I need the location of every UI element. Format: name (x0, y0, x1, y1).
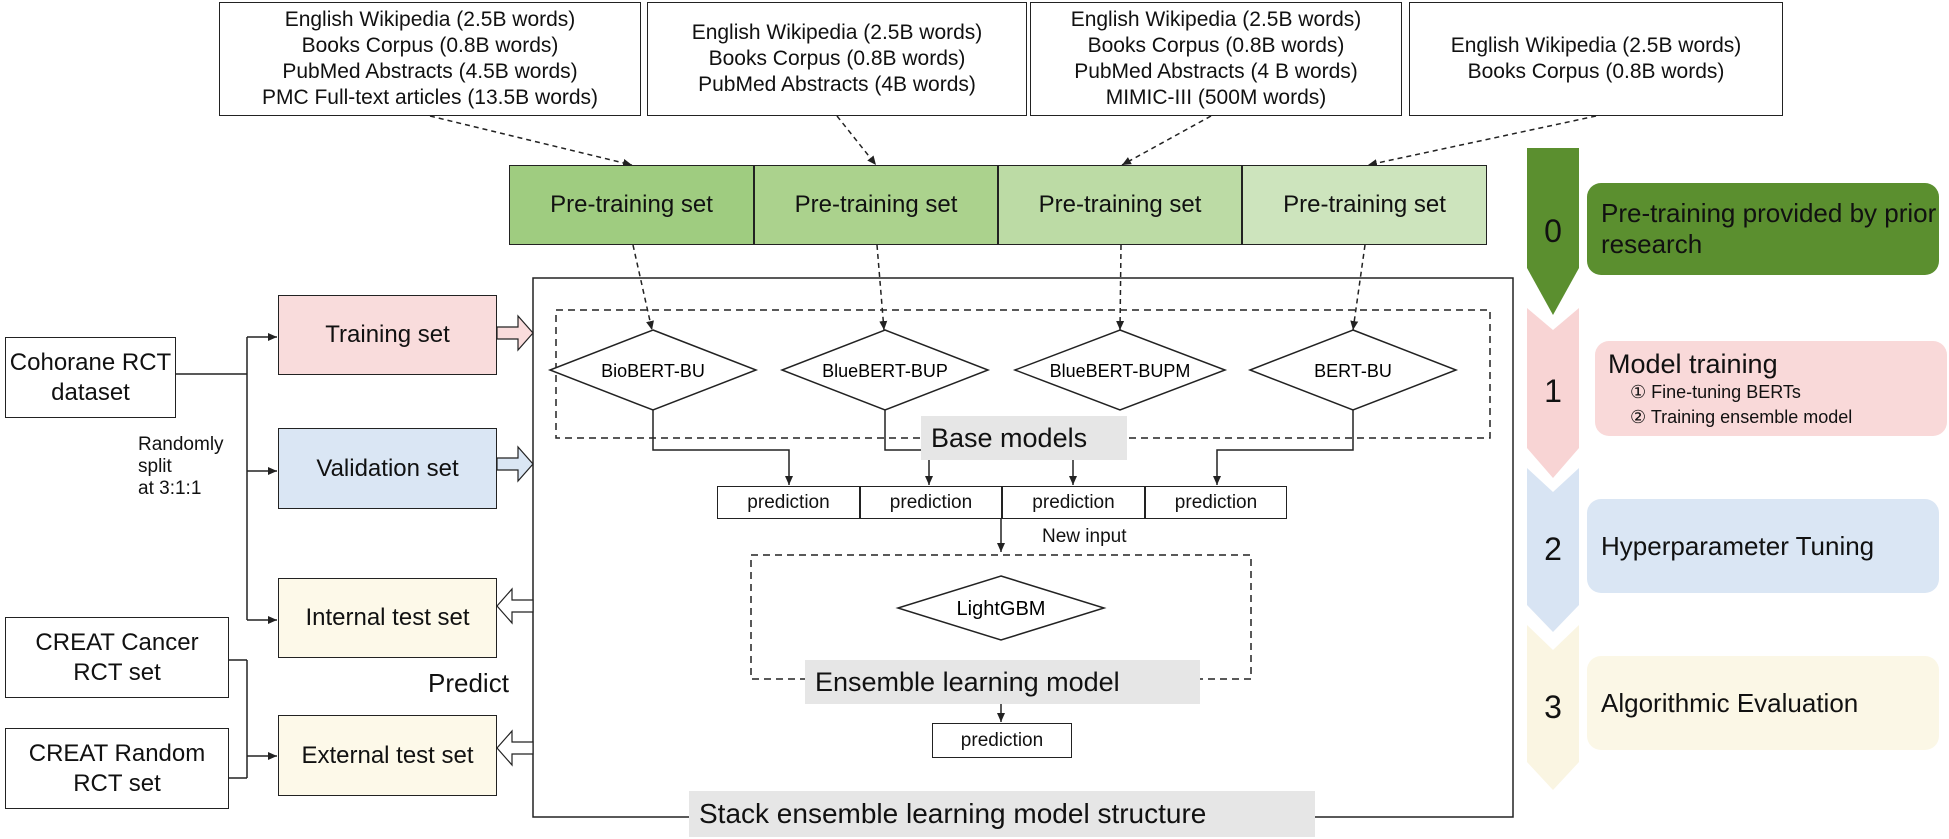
step-3-chevron (1527, 625, 1579, 790)
structure-label: Stack ensemble learning model structure (689, 791, 1315, 837)
source-line: RCT set (73, 658, 161, 686)
model-label: BlueBERT-BUP (822, 361, 948, 381)
internal-predict-arrow (496, 587, 534, 625)
corpus-line: English Wikipedia (2.5B words) (1450, 34, 1742, 57)
pretrain-arrow (1116, 244, 1125, 331)
corpus-arrow (1367, 115, 1597, 168)
source-line: RCT set (73, 769, 161, 797)
external-predict-arrow (496, 729, 534, 767)
model-label: BioBERT-BU (601, 361, 705, 381)
source-line: CREAT Cancer (35, 628, 199, 656)
prediction-box: prediction (1002, 486, 1145, 519)
corpus-line: MIMIC-III (500M words) (1105, 86, 1327, 109)
prediction-box: prediction (860, 486, 1002, 519)
ensemble-label: Ensemble learning model (805, 660, 1200, 704)
corpus-line: Books Corpus (0.8B words) (1087, 34, 1345, 57)
step-number: 0 (1544, 213, 1562, 249)
training-input-arrow (496, 314, 534, 352)
pretrain-arrow (632, 244, 654, 331)
model-arrow (884, 410, 933, 485)
corpus-arrow (836, 115, 877, 166)
corpus-arrow (1121, 115, 1212, 166)
step-title: Pre-training provided by prior research (1601, 198, 1937, 259)
creat-random-set: CREAT Random RCT set (5, 728, 229, 809)
corpus-line: English Wikipedia (2.5B words) (1070, 8, 1362, 31)
new-input-label: New input (1042, 526, 1127, 547)
step-title: Model training (1608, 349, 1778, 379)
prediction-box: prediction (1145, 486, 1287, 519)
external-test-set: External test set (278, 715, 497, 796)
step-title: Algorithmic Evaluation (1601, 687, 1859, 718)
training-set: Training set (278, 295, 497, 375)
step-sub: ② Training ensemble model (1630, 407, 1853, 427)
corpus-line: Books Corpus (0.8B words) (301, 34, 559, 57)
corpus-box: English Wikipedia (2.5B words) Books Cor… (647, 2, 1027, 116)
model-label: BERT-BU (1314, 361, 1392, 381)
predict-label: Predict (428, 667, 509, 698)
model-diamond-bluebert-bupm (1012, 329, 1228, 411)
corpus-box: English Wikipedia (2.5B words) Books Cor… (1409, 2, 1783, 116)
pretraining-set: Pre-training set (998, 165, 1242, 245)
corpus-line: PMC Full-text articles (13.5B words) (261, 86, 599, 109)
corpus-line: English Wikipedia (2.5B words) (284, 8, 576, 31)
cochrane-dataset: Cohorane RCT dataset (5, 337, 176, 418)
split-line: at 3:1:1 (138, 478, 202, 499)
source-line: CREAT Random (28, 739, 206, 767)
step-number: 3 (1544, 689, 1562, 725)
corpus-box: English Wikipedia (2.5B words) Books Cor… (1030, 2, 1402, 116)
pretraining-set: Pre-training set (754, 165, 998, 245)
step-1-chevron (1527, 308, 1579, 478)
corpus-line: English Wikipedia (2.5B words) (691, 21, 983, 44)
step-2-box: Hyperparameter Tuning (1587, 499, 1939, 593)
corpus-line: PubMed Abstracts (4B words) (698, 73, 976, 96)
step-number: 1 (1544, 373, 1562, 409)
corpus-line: Books Corpus (0.8B words) (1467, 60, 1725, 83)
pretraining-set: Pre-training set (509, 165, 754, 245)
final-prediction-box: prediction (932, 723, 1072, 758)
creat-cancer-set: CREAT Cancer RCT set (5, 617, 229, 698)
model-arrow (652, 410, 793, 485)
validation-input-arrow (496, 445, 534, 483)
corpus-line: PubMed Abstracts (4 B words) (1074, 60, 1358, 83)
corpus-line: PubMed Abstracts (4.5B words) (282, 60, 578, 83)
step-1-box: Model training ① Fine-tuning BERTs ② Tra… (1595, 341, 1947, 436)
corpus-arrow (429, 115, 633, 167)
validation-set: Validation set (278, 428, 497, 509)
split-line: split (138, 456, 172, 477)
split-line: Randomly (138, 434, 224, 455)
step-title: Hyperparameter Tuning (1601, 530, 1875, 561)
pretrain-arrow (876, 244, 888, 331)
lightgbm-label: LightGBM (957, 598, 1046, 620)
pretraining-set: Pre-training set (1242, 165, 1487, 245)
step-sub: ① Fine-tuning BERTs (1630, 382, 1801, 402)
step-2-chevron (1527, 468, 1579, 632)
corpus-line: Books Corpus (0.8B words) (708, 47, 966, 70)
corpus-box: English Wikipedia (2.5B words) Books Cor… (219, 2, 641, 116)
model-arrow (1213, 410, 1354, 485)
step-0-box: Pre-training provided by prior research (1587, 183, 1939, 275)
source-line: dataset (51, 378, 130, 406)
source-line: Cohorane RCT (9, 348, 172, 376)
internal-test-set: Internal test set (278, 578, 497, 658)
prediction-box: prediction (717, 486, 860, 519)
model-label: BlueBERT-BUPM (1050, 361, 1191, 381)
step-number: 2 (1544, 531, 1562, 567)
step-3-box: Algorithmic Evaluation (1587, 656, 1939, 750)
base-models-label: Base models (921, 416, 1127, 460)
pretrain-arrow (1350, 244, 1366, 331)
split-label: Randomly split at 3:1:1 (138, 432, 238, 502)
lightgbm-diamond (895, 575, 1107, 641)
step-0-chevron (1527, 148, 1579, 315)
